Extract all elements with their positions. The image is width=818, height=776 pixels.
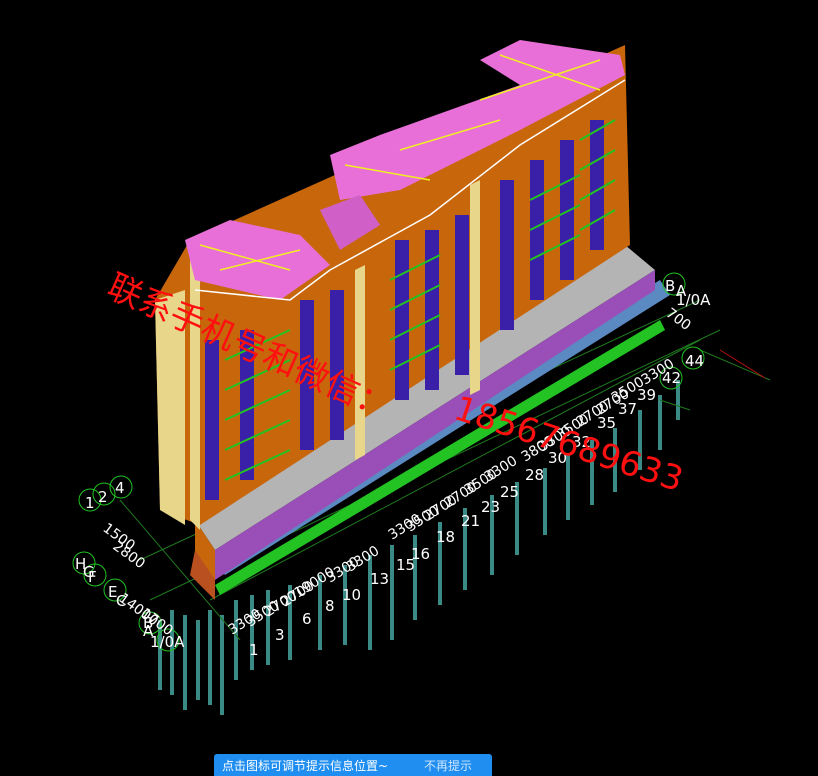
- axis-label: 23: [481, 498, 500, 516]
- dimension-label: 700: [663, 305, 694, 334]
- section-line: [719, 349, 766, 379]
- foundation-piles: [158, 380, 680, 715]
- axis-label: 1: [85, 494, 95, 512]
- axis-label: 4: [115, 479, 125, 497]
- axis-label: 15: [396, 556, 415, 574]
- axis-label: H: [75, 555, 86, 573]
- tip-banner[interactable]: 点击图标可调节提示信息位置~ 不再提示: [214, 754, 492, 776]
- podium-base: [190, 245, 655, 600]
- dimension-label: 3300: [482, 453, 521, 485]
- roof-slabs: [185, 40, 626, 301]
- axis-label: G: [83, 563, 95, 581]
- axis-label: B: [143, 614, 153, 632]
- axis-label: 2: [98, 488, 108, 506]
- axis-label: 37: [618, 400, 637, 418]
- axis-label: A: [676, 282, 687, 300]
- axis-label: 8: [325, 597, 335, 615]
- axis-label: 18: [436, 528, 455, 546]
- axis-label: 1/0A: [150, 633, 185, 651]
- axis-label: E: [108, 583, 117, 601]
- axis-label: C: [116, 592, 126, 610]
- axis-label: F: [88, 568, 97, 586]
- tower-body: [155, 45, 630, 530]
- axis-label: 39: [637, 386, 656, 404]
- tip-message: 点击图标可调节提示信息位置~: [222, 758, 389, 773]
- right-dimensions: 700: [663, 305, 694, 334]
- axis-label: 25: [500, 483, 519, 501]
- axis-label: 6: [302, 610, 312, 628]
- axis-label: 21: [461, 512, 480, 530]
- axis-label: B: [665, 277, 675, 295]
- axis-label: 42: [662, 369, 681, 387]
- axis-label: 16: [411, 545, 430, 563]
- axis-label: 32: [572, 433, 591, 451]
- axis-bubbles: [72, 272, 705, 652]
- axis-label: 44: [685, 352, 704, 370]
- axis-label: 13: [370, 570, 389, 588]
- axis-label: 1: [249, 641, 259, 659]
- axis-label: 1/0A: [676, 291, 711, 309]
- tip-dismiss-button[interactable]: 不再提示: [423, 758, 472, 773]
- axis-label: 10: [342, 586, 361, 604]
- axis-label: 30: [548, 449, 567, 467]
- axis-label: 3: [275, 626, 285, 644]
- axis-label: 35: [597, 414, 616, 432]
- axis-label: 28: [525, 466, 544, 484]
- axis-label: A: [143, 622, 154, 640]
